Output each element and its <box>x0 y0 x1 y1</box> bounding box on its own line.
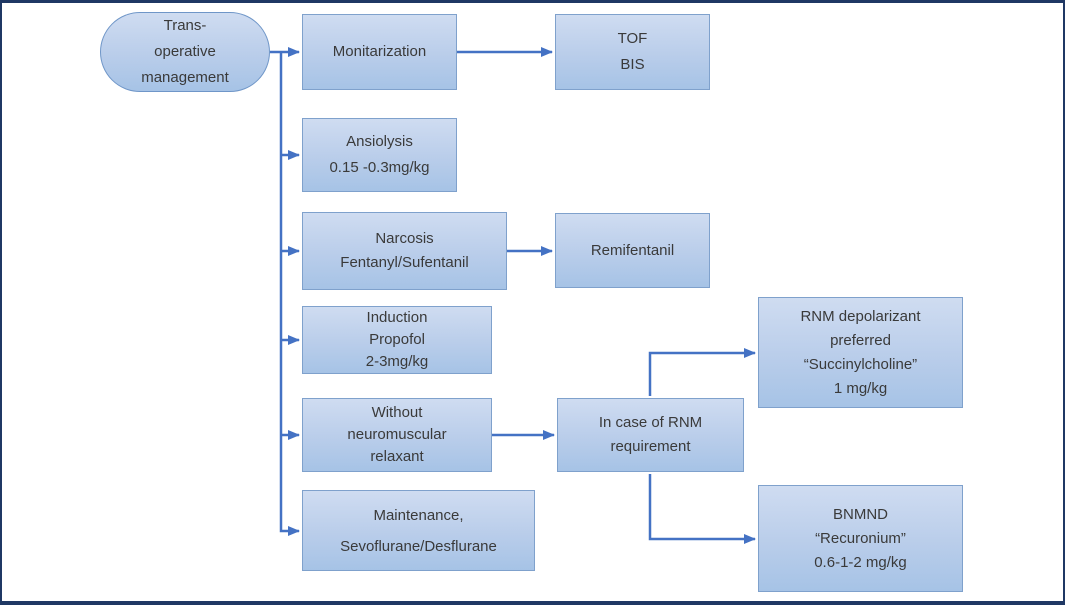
node-line: Trans- <box>163 17 207 34</box>
node-line: “Recuronium” <box>815 529 906 547</box>
node-line: 1 mg/kg <box>833 379 888 397</box>
node-line: Propofol <box>369 331 425 348</box>
node-remifentanil: Remifentanil <box>555 213 710 288</box>
node-tof-bis: TOF BIS <box>555 14 710 90</box>
node-line: neuromuscular <box>347 426 447 443</box>
node-maintenance-sevoflurane-desflurane: Maintenance, Sevoflurane/Desflurane <box>302 490 535 571</box>
node-line: Induction <box>366 309 428 326</box>
node-line: In case of RNM <box>598 414 703 431</box>
node-line: “Succinylcholine” <box>803 355 918 373</box>
node-line: BIS <box>620 56 645 73</box>
node-line: Fentanyl/Sufentanil <box>340 254 469 271</box>
node-line: 0.6-1-2 mg/kg <box>814 553 907 571</box>
node-line: Maintenance, <box>373 506 464 524</box>
node-line: 2-3mg/kg <box>365 353 429 370</box>
node-line: management <box>141 69 229 86</box>
node-line: Remifentanil <box>590 241 675 259</box>
node-bnmnd-recuronium: BNMND “Recuronium” 0.6-1-2 mg/kg <box>758 485 963 592</box>
node-line: BNMND <box>833 505 888 523</box>
node-in-case-of-rnm-requirement: In case of RNM requirement <box>557 398 744 472</box>
node-line: Sevoflurane/Desflurane <box>340 537 497 555</box>
node-line: TOF <box>617 30 648 47</box>
node-line: Narcosis <box>375 230 434 247</box>
node-line: preferred <box>830 331 891 349</box>
node-monitarization: Monitarization <box>302 14 457 90</box>
node-line: relaxant <box>370 448 424 465</box>
node-rnm-depolarizant-succinylcholine: RNM depolarizant preferred “Succinylchol… <box>758 297 963 408</box>
node-line: operative <box>154 43 216 60</box>
node-line: RNM depolarizant <box>800 307 921 325</box>
node-line: Without <box>371 404 423 421</box>
node-line: Monitarization <box>332 43 427 60</box>
node-without-neuromuscular-relaxant: Without neuromuscular relaxant <box>302 398 492 472</box>
node-narcosis: Narcosis Fentanyl/Sufentanil <box>302 212 507 290</box>
node-line: 0.15 -0.3mg/kg <box>329 159 430 176</box>
node-trans-operative-management: Trans- operative management <box>100 12 270 92</box>
node-line: requirement <box>610 438 691 455</box>
node-induction-propofol: Induction Propofol 2-3mg/kg <box>302 306 492 374</box>
node-line: Ansiolysis <box>346 133 413 150</box>
node-ansiolysis: Ansiolysis 0.15 -0.3mg/kg <box>302 118 457 192</box>
